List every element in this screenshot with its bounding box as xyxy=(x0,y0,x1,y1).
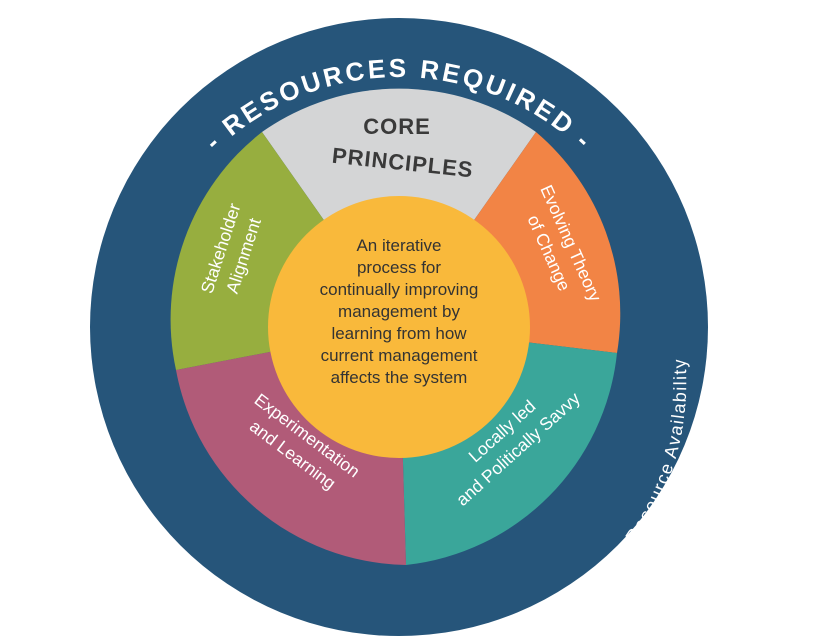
center-line: management by xyxy=(338,302,460,321)
center-circle xyxy=(268,196,530,458)
center-line: An iterative xyxy=(356,236,441,255)
center-line: learning from how xyxy=(331,324,467,343)
center-description: An iterative process for continually imp… xyxy=(320,236,479,387)
center-line: affects the system xyxy=(331,368,468,387)
center-line: current management xyxy=(321,346,478,365)
core-label-line1: CORE xyxy=(363,114,431,139)
center-line: continually improving xyxy=(320,280,479,299)
center-line: process for xyxy=(357,258,441,277)
